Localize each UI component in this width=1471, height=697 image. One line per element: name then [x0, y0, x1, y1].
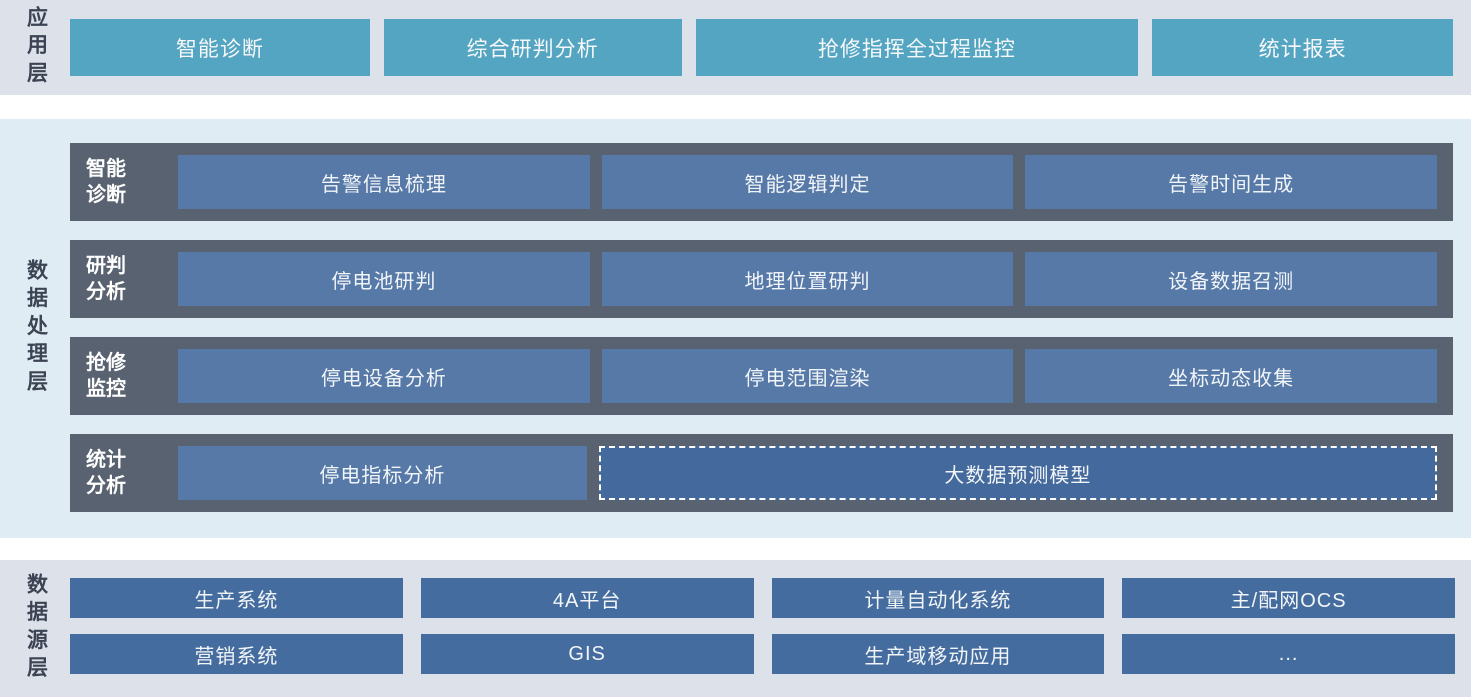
- data-processing-layer-label-wrap: 数据处理层: [14, 119, 58, 538]
- row-label: 抢修监控: [86, 352, 126, 400]
- data-source-layer-label: 数据源层: [24, 573, 48, 684]
- source-rows: 生产系统 4A平台 计量自动化系统 主/配网OCS 营销系统 GIS 生产域移动…: [70, 578, 1455, 674]
- application-layer-label: 应用层: [24, 5, 48, 90]
- process-box-big-data-prediction-model: 大数据预测模型: [598, 446, 1437, 500]
- source-box-main-distribution-ocs: 主/配网OCS: [1122, 578, 1455, 618]
- process-box-geographic-location-analysis: 地理位置研判: [601, 252, 1014, 306]
- band-gap-bottom: [0, 538, 1471, 560]
- source-box-production-mobile-app: 生产域移动应用: [771, 634, 1105, 674]
- processing-row-statistical-analysis: 统计分析 停电指标分析 大数据预测模型: [70, 434, 1453, 512]
- application-layer-label-wrap: 应用层: [14, 0, 58, 95]
- data-processing-layer-band: 数据处理层 智能诊断 告警信息梳理 智能逻辑判定 告警时间生成 研判分析 停电池…: [0, 119, 1471, 538]
- data-processing-layer-label: 数据处理层: [24, 259, 48, 398]
- process-box-device-data-polling: 设备数据召测: [1025, 252, 1438, 306]
- processing-rows: 智能诊断 告警信息梳理 智能逻辑判定 告警时间生成 研判分析 停电池研判 地理位…: [70, 143, 1453, 512]
- app-item-comprehensive-analysis: 综合研判分析: [383, 19, 682, 76]
- row-label: 统计分析: [86, 449, 126, 497]
- app-item-intelligent-diagnosis: 智能诊断: [70, 19, 370, 76]
- process-box-outage-range-rendering: 停电范围渲染: [601, 349, 1014, 403]
- row-label: 研判分析: [86, 255, 126, 303]
- processing-row-repair-monitoring: 抢修监控 停电设备分析 停电范围渲染 坐标动态收集: [70, 337, 1453, 415]
- source-row-1: 生产系统 4A平台 计量自动化系统 主/配网OCS: [70, 578, 1455, 618]
- source-box-marketing-system: 营销系统: [70, 634, 403, 674]
- process-box-alarm-time-generation: 告警时间生成: [1025, 155, 1438, 209]
- source-box-4a-platform: 4A平台: [420, 578, 754, 618]
- source-row-2: 营销系统 GIS 生产域移动应用 ...: [70, 634, 1455, 674]
- process-box-outage-device-analysis: 停电设备分析: [178, 349, 590, 403]
- process-box-intelligent-logic-judgment: 智能逻辑判定: [601, 155, 1014, 209]
- source-box-production-system: 生产系统: [70, 578, 403, 618]
- application-layer-band: 应用层 智能诊断 综合研判分析 抢修指挥全过程监控 统计报表: [0, 0, 1471, 95]
- row-label: 智能诊断: [86, 158, 126, 206]
- data-source-layer-band: 数据源层 生产系统 4A平台 计量自动化系统 主/配网OCS 营销系统 GIS …: [0, 560, 1471, 697]
- process-box-alarm-info-sorting: 告警信息梳理: [178, 155, 590, 209]
- app-item-statistical-reports: 统计报表: [1152, 19, 1454, 76]
- application-layer-items: 智能诊断 综合研判分析 抢修指挥全过程监控 统计报表: [70, 19, 1454, 76]
- process-box-outage-analysis: 停电池研判: [178, 252, 590, 306]
- data-source-layer-label-wrap: 数据源层: [14, 560, 58, 697]
- process-box-coordinate-dynamic-collection: 坐标动态收集: [1025, 349, 1438, 403]
- process-box-outage-indicator-analysis: 停电指标分析: [178, 446, 587, 500]
- processing-row-research-analysis: 研判分析 停电池研判 地理位置研判 设备数据召测: [70, 240, 1453, 318]
- app-item-repair-monitoring: 抢修指挥全过程监控: [695, 19, 1139, 76]
- processing-row-intelligent-diagnosis: 智能诊断 告警信息梳理 智能逻辑判定 告警时间生成: [70, 143, 1453, 221]
- source-box-ellipsis: ...: [1122, 634, 1455, 674]
- source-box-metering-automation-system: 计量自动化系统: [771, 578, 1105, 618]
- band-gap-top: [0, 95, 1471, 119]
- source-box-gis: GIS: [420, 634, 754, 674]
